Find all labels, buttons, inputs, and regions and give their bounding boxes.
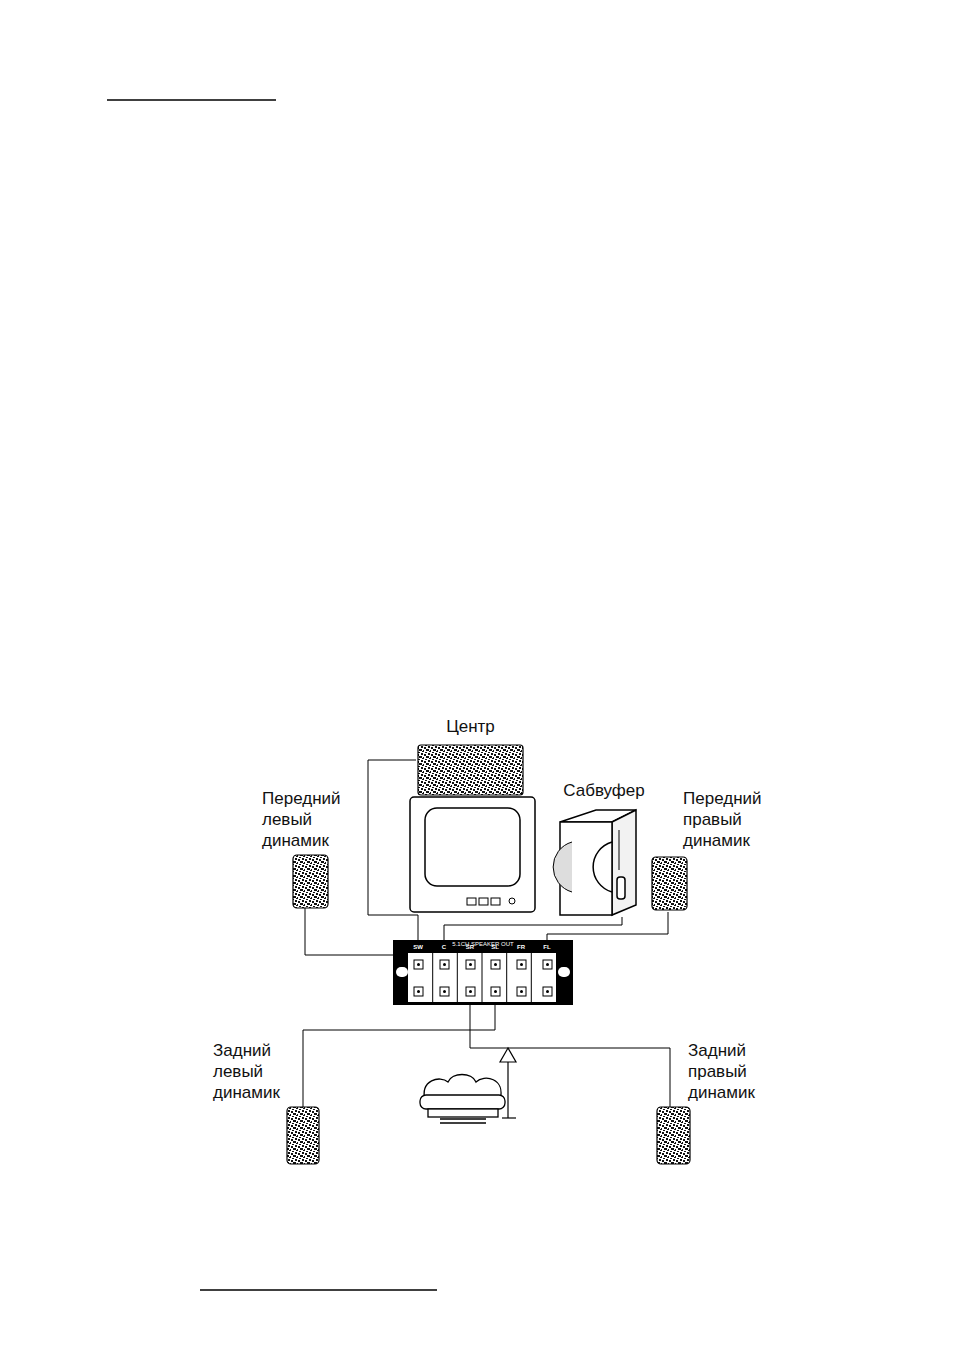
speaker-wire	[470, 1005, 655, 1048]
rear-right-speaker	[657, 1107, 690, 1164]
terminal-label: SR	[460, 944, 480, 951]
tv-set	[410, 797, 535, 912]
speaker-box: Центр	[416, 716, 525, 797]
wire-line	[368, 760, 418, 940]
speaker-label: Передний левый динамик	[262, 788, 352, 851]
speaker-label: Центр	[416, 716, 525, 737]
sofa	[420, 1075, 505, 1124]
rule-line	[200, 1289, 437, 1291]
wire-line	[470, 1005, 655, 1048]
terminal-label: SL	[485, 944, 505, 951]
subwoofer-cabinet	[553, 810, 636, 915]
speaker-box: Передний левый динамик	[262, 788, 352, 908]
speaker-wire	[547, 912, 668, 940]
speaker-box: Передний правый динамик	[650, 788, 772, 912]
speaker-box: Сабвуфер	[558, 780, 650, 917]
rear-left-speaker	[287, 1107, 319, 1164]
wire-stub	[303, 1040, 304, 1107]
speaker-label: Передний правый динамик	[683, 788, 772, 851]
speaker-wire	[368, 760, 418, 940]
listening-position-marker	[500, 1048, 516, 1118]
center-speaker	[418, 745, 523, 795]
terminal-label: SW	[408, 944, 428, 951]
rule-line	[107, 99, 276, 101]
front-left-speaker	[293, 855, 328, 908]
speaker-wire	[303, 1005, 495, 1040]
terminal-label: FL	[537, 944, 557, 951]
wire-line	[547, 912, 668, 940]
speaker-box: Задний левый динамик	[210, 1040, 322, 1166]
speaker-wire	[305, 908, 393, 955]
speaker-wire	[444, 917, 622, 940]
speaker-label: Задний правый динамик	[688, 1040, 772, 1103]
terminal-label: FR	[511, 944, 531, 951]
wire-stub	[655, 1048, 670, 1107]
speaker-label: Задний левый динамик	[213, 1040, 298, 1103]
terminal-panel	[393, 940, 573, 1005]
wire-line	[305, 908, 393, 955]
wire-line	[444, 917, 622, 940]
front-right-speaker	[652, 857, 687, 910]
terminal-label: C	[434, 944, 454, 951]
wire-line	[303, 1005, 495, 1040]
speaker-label: Сабвуфер	[558, 780, 650, 801]
speaker-box: Задний правый динамик	[655, 1040, 772, 1166]
